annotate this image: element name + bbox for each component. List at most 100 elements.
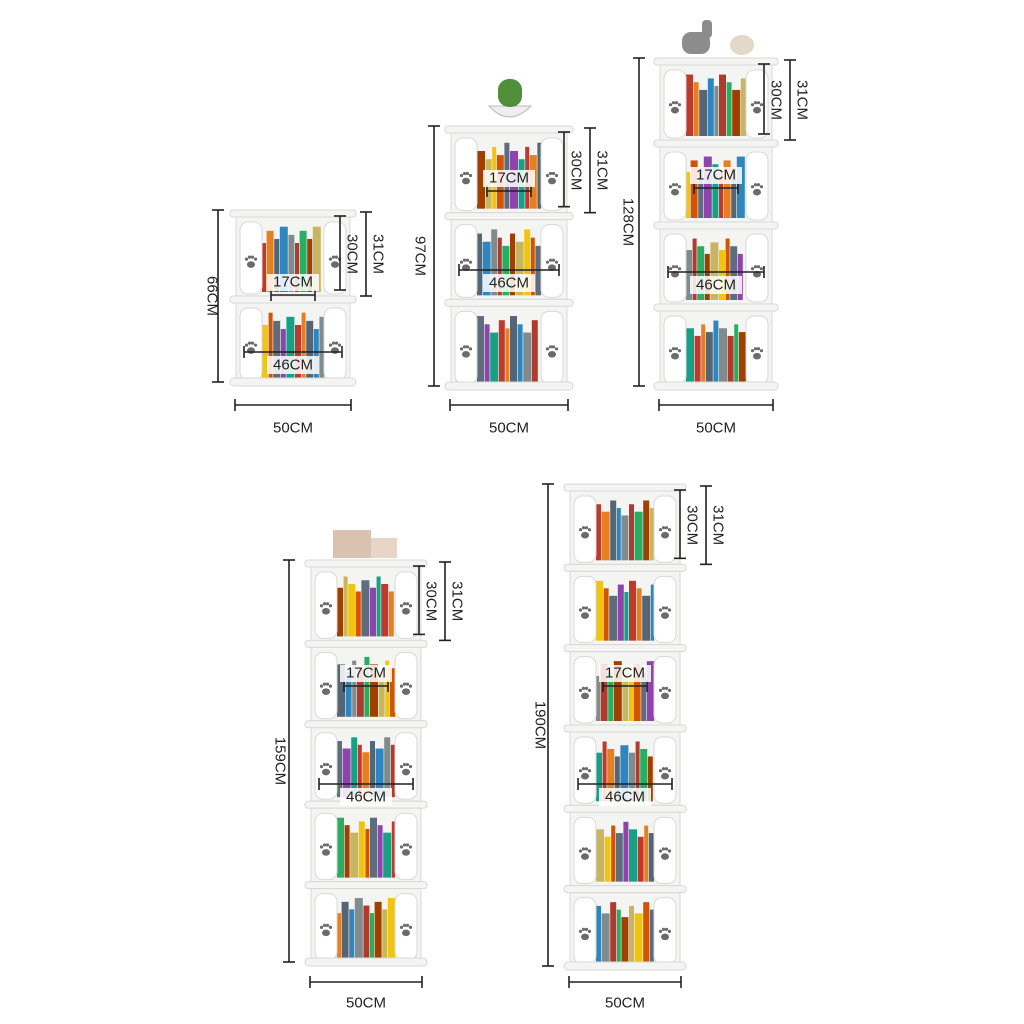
book bbox=[596, 504, 601, 561]
shelf-board bbox=[563, 644, 687, 653]
paw-print-icon bbox=[319, 762, 333, 776]
book bbox=[601, 913, 610, 962]
book bbox=[370, 817, 377, 878]
paw-print-icon bbox=[578, 847, 592, 860]
book bbox=[692, 238, 697, 300]
tier-inner-height-label: 30CM bbox=[344, 234, 361, 274]
book bbox=[279, 226, 288, 292]
book bbox=[313, 329, 319, 378]
book bbox=[337, 587, 343, 637]
tier-outer-height-label: 31CM bbox=[710, 505, 727, 545]
book bbox=[596, 829, 604, 882]
book bbox=[623, 821, 629, 882]
book bbox=[610, 902, 617, 962]
inner-width-label: 46CM bbox=[489, 275, 529, 292]
paw-print-icon bbox=[750, 101, 764, 114]
paw-print-icon bbox=[578, 606, 592, 619]
book bbox=[497, 237, 502, 296]
book bbox=[613, 661, 622, 721]
book bbox=[622, 668, 629, 721]
book bbox=[273, 320, 281, 378]
paw-print-icon bbox=[319, 923, 333, 937]
book bbox=[389, 668, 395, 717]
paw-print-icon bbox=[658, 526, 672, 539]
shelf-board bbox=[444, 212, 574, 221]
shelf-tier bbox=[653, 139, 779, 223]
shelf-board bbox=[653, 221, 779, 230]
book bbox=[477, 233, 482, 296]
bookend-left bbox=[663, 315, 687, 385]
base-plate bbox=[229, 377, 357, 387]
book bbox=[719, 74, 726, 136]
book bbox=[523, 332, 532, 382]
bookend-left bbox=[663, 151, 687, 221]
label-backdrop bbox=[340, 788, 392, 806]
gap-label: 17CM bbox=[273, 274, 313, 291]
book-group bbox=[596, 902, 654, 962]
bookend-left bbox=[573, 736, 597, 804]
book bbox=[356, 668, 364, 717]
book bbox=[266, 230, 274, 292]
bookend-right bbox=[653, 656, 677, 724]
book bbox=[388, 591, 394, 637]
shelf-board bbox=[444, 298, 574, 307]
book bbox=[280, 329, 286, 378]
book-group bbox=[337, 737, 395, 798]
book bbox=[370, 587, 376, 637]
bookend-right bbox=[394, 651, 418, 720]
book bbox=[637, 836, 644, 882]
shelf-board bbox=[304, 720, 428, 729]
label-backdrop bbox=[267, 274, 319, 291]
paw-print-icon bbox=[399, 602, 413, 615]
book bbox=[643, 500, 650, 561]
bookend-left bbox=[239, 307, 263, 381]
book bbox=[524, 229, 531, 296]
bookend-right bbox=[745, 315, 769, 385]
book bbox=[646, 661, 654, 721]
book bbox=[341, 901, 349, 958]
width-dimension bbox=[234, 399, 352, 411]
shelf-tier bbox=[563, 644, 687, 726]
book bbox=[636, 588, 642, 641]
book bbox=[362, 752, 370, 798]
height-dimension bbox=[283, 559, 295, 963]
book bbox=[611, 825, 616, 882]
book bbox=[614, 756, 620, 802]
bookend-right bbox=[540, 224, 564, 298]
book bbox=[352, 660, 357, 717]
book bbox=[374, 901, 382, 958]
shelf-board bbox=[229, 295, 357, 304]
book bbox=[364, 656, 370, 717]
label-backdrop bbox=[690, 276, 742, 294]
paw-print-icon bbox=[658, 606, 672, 619]
paw-print-icon bbox=[399, 843, 413, 856]
book bbox=[615, 833, 623, 882]
book bbox=[390, 744, 395, 798]
label-backdrop bbox=[483, 170, 535, 187]
book-group bbox=[596, 821, 654, 882]
shelf-tier bbox=[444, 298, 574, 387]
bookend-right bbox=[540, 310, 564, 385]
book bbox=[383, 832, 392, 878]
bookend-left bbox=[314, 812, 338, 881]
book bbox=[730, 246, 738, 300]
book bbox=[629, 829, 637, 882]
bookend-left bbox=[454, 137, 478, 212]
bookend-right bbox=[653, 816, 677, 885]
inner-width-label: 46CM bbox=[273, 357, 313, 374]
book bbox=[723, 160, 731, 218]
book-group bbox=[262, 226, 321, 292]
book bbox=[477, 150, 485, 209]
book bbox=[650, 584, 654, 641]
label-backdrop bbox=[690, 167, 742, 184]
book bbox=[600, 664, 608, 721]
label-backdrop bbox=[483, 274, 535, 292]
book bbox=[530, 237, 535, 296]
paw-print-icon bbox=[658, 927, 672, 941]
inner-width-dimension bbox=[458, 264, 560, 276]
book bbox=[286, 316, 295, 378]
book bbox=[355, 591, 361, 637]
book bbox=[714, 86, 719, 136]
book bbox=[604, 836, 611, 882]
gap-label: 17CM bbox=[346, 665, 386, 682]
